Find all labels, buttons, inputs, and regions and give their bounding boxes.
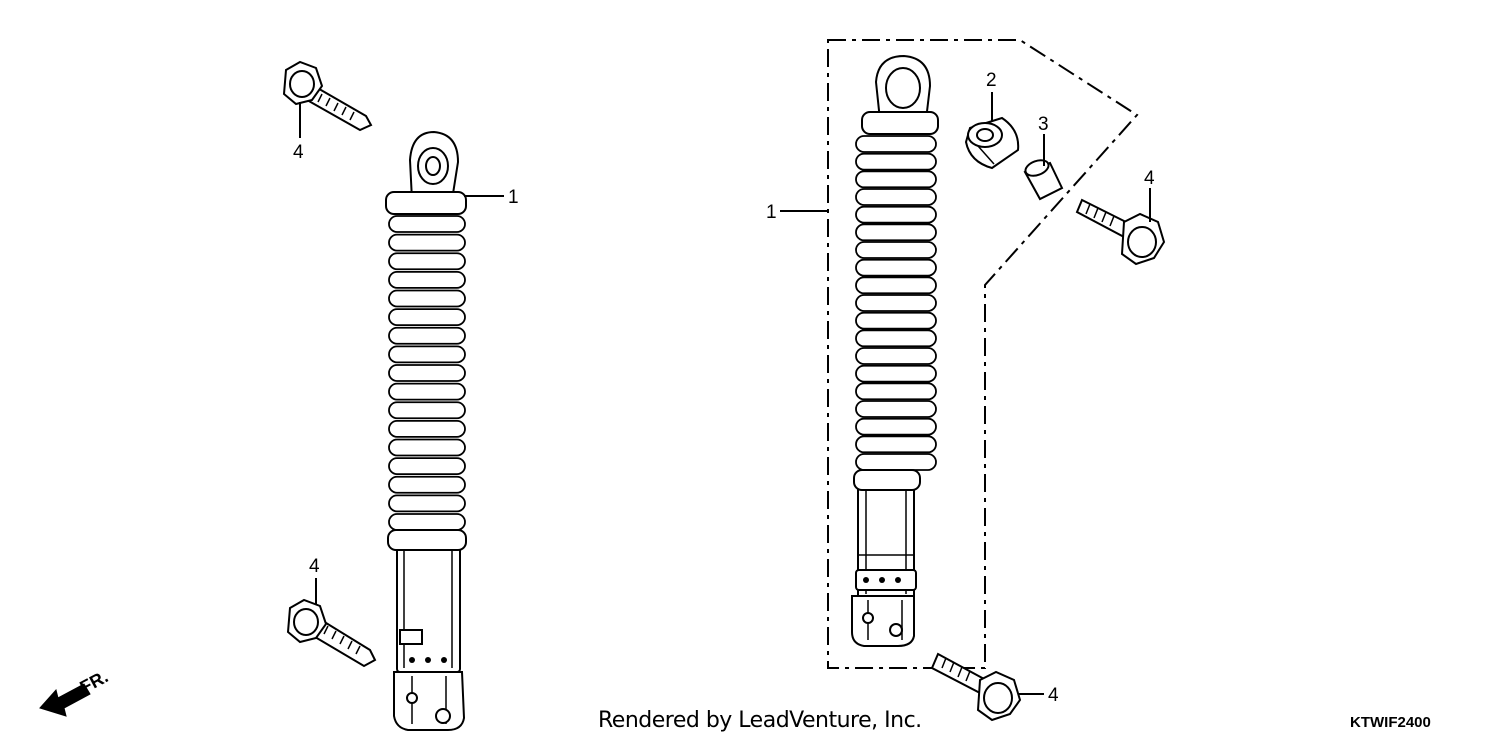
spring-coil — [388, 382, 466, 401]
spring-coil — [388, 419, 466, 438]
spring-coil — [855, 329, 937, 348]
spring-coil — [855, 241, 937, 259]
callout-bolt-bottom-right: 4 — [1048, 685, 1059, 706]
callout-bolt-bottom-left: 4 — [309, 556, 320, 577]
spring-coil — [388, 215, 466, 233]
left-spring-coils — [388, 215, 466, 531]
spring-coil — [855, 417, 937, 436]
bolt-top-right[interactable] — [1075, 198, 1166, 266]
spring-coil — [855, 188, 937, 206]
spring-coil — [388, 252, 466, 271]
spring-coil — [855, 382, 937, 401]
spring-coil — [855, 294, 937, 312]
assembly-group-outline — [827, 39, 1139, 669]
spring-coil — [388, 513, 466, 531]
spring-coil — [855, 311, 937, 330]
spring-coil — [855, 135, 937, 153]
collar-part[interactable] — [1023, 157, 1064, 201]
spring-coil — [388, 345, 466, 364]
spring-coil — [855, 205, 937, 224]
spring-coil — [855, 347, 937, 365]
callout-shock-left: 1 — [508, 187, 519, 208]
right-shock-absorber[interactable] — [851, 54, 939, 647]
callout-shock-right: 1 — [766, 202, 777, 223]
spring-coil — [388, 364, 466, 382]
spring-coil — [388, 289, 466, 308]
bolt-bottom-left[interactable] — [286, 598, 377, 668]
spring-coil — [388, 401, 466, 420]
spring-coil — [855, 170, 937, 189]
spring-coil — [388, 475, 466, 494]
spring-coil — [388, 494, 466, 513]
spring-coil — [855, 258, 937, 277]
spring-coil — [855, 364, 937, 383]
right-spring-coils — [855, 135, 937, 471]
bushing-part[interactable] — [964, 116, 1020, 170]
spring-coil — [388, 326, 466, 345]
diagram-code: KTWIF2400 — [1350, 714, 1431, 731]
spring-coil — [855, 453, 937, 471]
spring-coil — [388, 233, 466, 252]
callout-bolt-top-right: 4 — [1144, 168, 1155, 189]
spring-coil — [855, 435, 937, 454]
spring-coil — [388, 308, 466, 327]
spring-coil — [855, 152, 937, 171]
callout-collar: 3 — [1038, 114, 1049, 135]
spring-coil — [855, 400, 937, 418]
spring-coil — [388, 438, 466, 457]
left-shock-absorber[interactable] — [385, 130, 467, 731]
render-credit: Rendered by LeadVenture, Inc. — [598, 708, 922, 733]
bolt-top-left[interactable] — [282, 60, 373, 132]
bolt-bottom-right[interactable] — [930, 652, 1022, 722]
callout-bushing: 2 — [986, 70, 997, 91]
callout-bolt-top-left: 4 — [293, 142, 304, 163]
front-direction-arrow: FR. — [39, 666, 111, 717]
spring-coil — [388, 457, 466, 476]
spring-coil — [855, 276, 937, 295]
spring-coil — [855, 223, 937, 242]
spring-coil — [388, 270, 466, 289]
